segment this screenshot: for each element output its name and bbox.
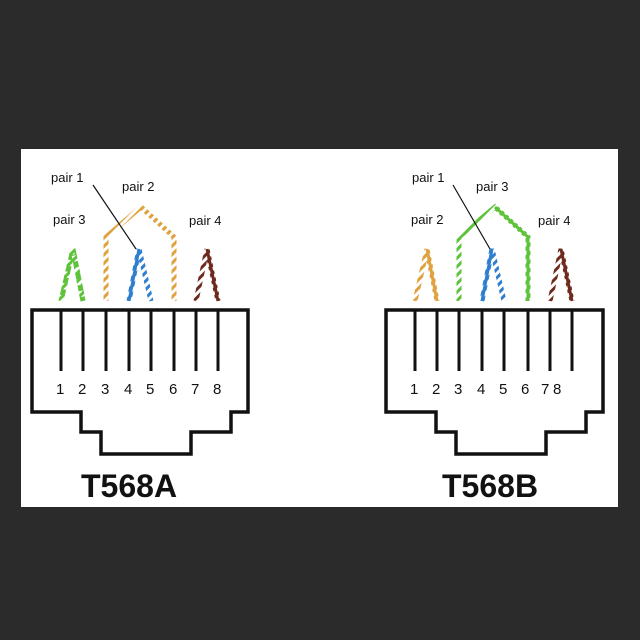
t568a-jack-outline bbox=[30, 308, 250, 456]
t568b-pair1-pointer bbox=[452, 184, 491, 250]
t568b-diagram: pair 1 pair 3 pair 2 pair 4 1 2 3 4 5 6 … bbox=[384, 170, 605, 504]
t568b-pair2-label: pair 2 bbox=[411, 212, 444, 227]
t568b-pair1-label: pair 1 bbox=[412, 170, 445, 185]
t568b-pin-1: 1 bbox=[410, 381, 418, 398]
t568a-pin-4: 4 bbox=[124, 381, 132, 398]
t568b-pin-6: 6 bbox=[521, 381, 529, 398]
t568b-title: T568B bbox=[442, 468, 538, 504]
t568a-pin-1: 1 bbox=[56, 381, 64, 398]
t568a-pin-3: 3 bbox=[101, 381, 109, 398]
t568a-contacts bbox=[59, 310, 220, 371]
t568b-pair4-wires bbox=[547, 248, 575, 302]
t568a-pair2-label: pair 2 bbox=[122, 179, 155, 194]
t568b-contacts bbox=[413, 310, 574, 371]
t568b-pair1-wires bbox=[479, 248, 507, 302]
t568b-pair3-wires bbox=[456, 203, 531, 301]
t568b-pin-3: 3 bbox=[454, 381, 462, 398]
t568a-pair4-wires bbox=[193, 248, 221, 302]
t568a-pair3-wires bbox=[58, 248, 86, 302]
t568a-pin-8: 8 bbox=[213, 381, 221, 398]
t568a-pin-6: 6 bbox=[169, 381, 177, 398]
t568a-title: T568A bbox=[81, 468, 177, 504]
t568b-pin-5: 5 bbox=[499, 381, 507, 398]
diagram-panel: pair 1 pair 2 pair 3 pair 4 1 2 3 4 5 6 … bbox=[21, 149, 618, 507]
t568b-jack-outline bbox=[384, 308, 605, 456]
t568a-diagram: pair 1 pair 2 pair 3 pair 4 1 2 3 4 5 6 … bbox=[30, 170, 250, 504]
t568a-pair1-wires bbox=[126, 248, 154, 302]
t568a-pin-5: 5 bbox=[146, 381, 154, 398]
t568b-pin-8: 8 bbox=[553, 381, 561, 398]
t568b-pin-2: 2 bbox=[432, 381, 440, 398]
t568a-pair1-pointer bbox=[92, 184, 137, 250]
t568a-pair3-label: pair 3 bbox=[53, 212, 86, 227]
t568a-pair2-wires bbox=[103, 203, 177, 301]
t568b-pair2-wires bbox=[412, 248, 440, 302]
t568a-pair1-label: pair 1 bbox=[51, 170, 84, 185]
t568b-pin-4: 4 bbox=[477, 381, 485, 398]
t568b-pin-7: 7 bbox=[541, 381, 549, 398]
t568a-pin-2: 2 bbox=[78, 381, 86, 398]
t568a-pin-7: 7 bbox=[191, 381, 199, 398]
t568b-pair4-label: pair 4 bbox=[538, 213, 571, 228]
t568b-pair3-label: pair 3 bbox=[476, 179, 509, 194]
t568a-pair4-label: pair 4 bbox=[189, 213, 222, 228]
